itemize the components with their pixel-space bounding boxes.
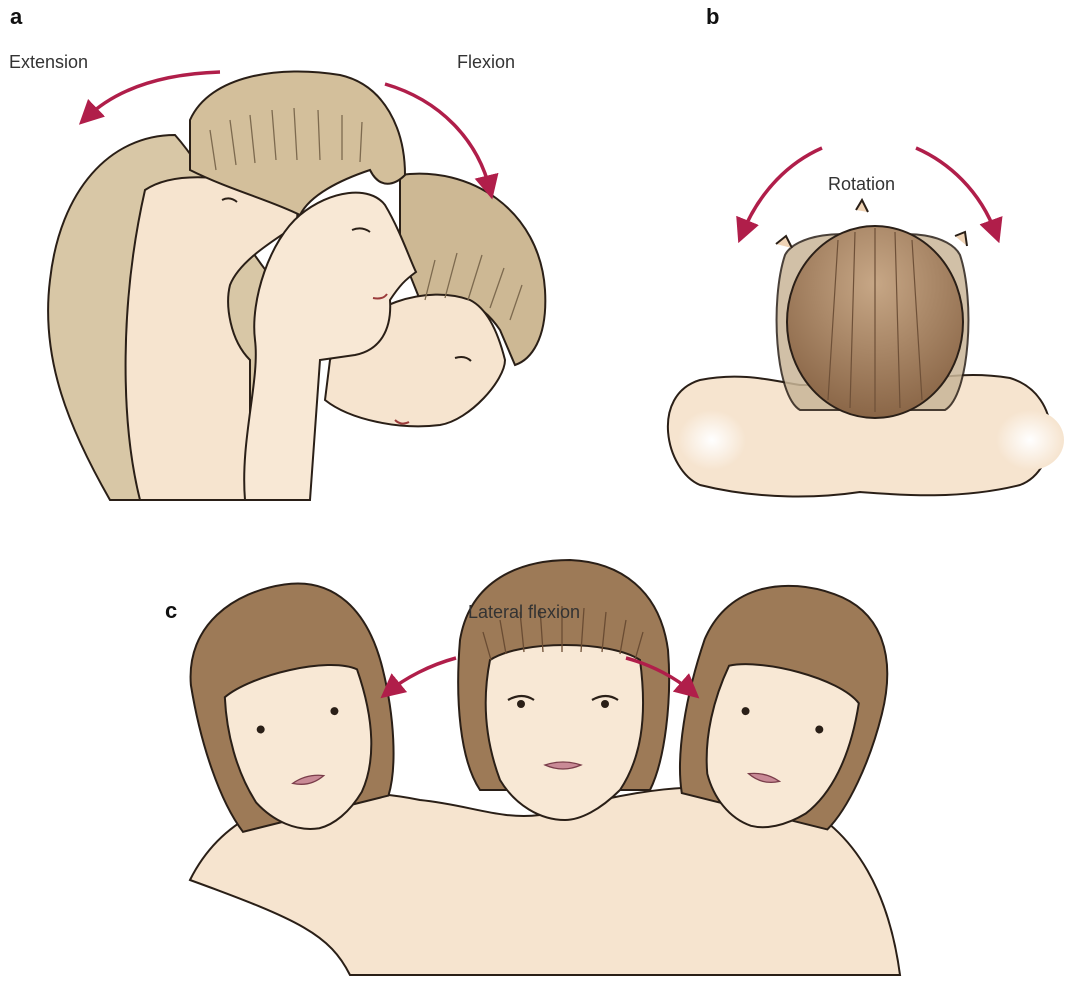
panel-letter-b: b [706, 4, 719, 30]
lateral-arrow-left [388, 658, 456, 692]
label-extension: Extension [9, 52, 88, 73]
rotation-arrow-right [916, 148, 996, 234]
center-face [486, 645, 643, 820]
label-lateral-flexion: Lateral flexion [468, 602, 580, 623]
panel-letter-a: a [10, 4, 22, 30]
panel-a-figure [48, 71, 545, 500]
panel-b-figure [668, 200, 1064, 496]
label-flexion: Flexion [457, 52, 515, 73]
rotation-arrow-left [742, 148, 822, 234]
label-rotation: Rotation [828, 174, 895, 195]
panel-letter-c: c [165, 598, 177, 624]
